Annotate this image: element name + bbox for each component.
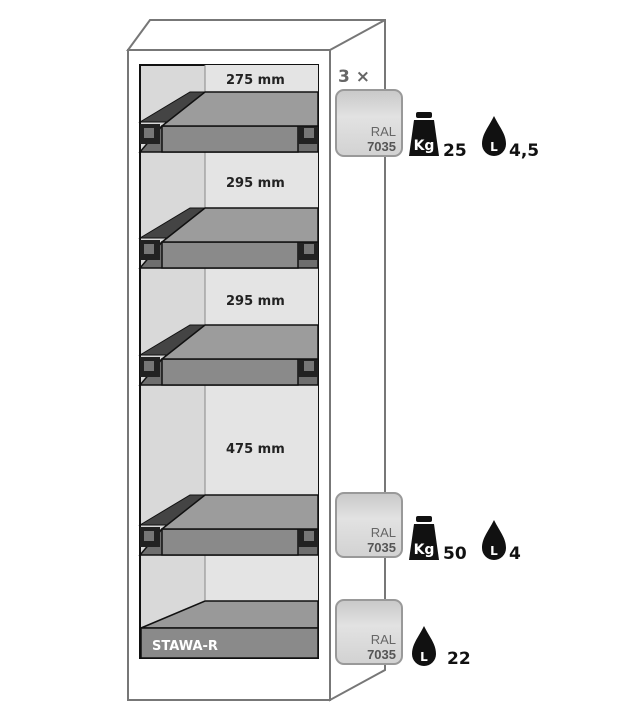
- ral-label: RAL: [371, 632, 396, 647]
- liter-drop-icon: L: [482, 116, 506, 156]
- sump-volume: 4,5: [509, 141, 539, 161]
- weight-icon: Kg: [409, 516, 439, 560]
- dimension-label: 275 mm: [226, 73, 285, 88]
- max-load: 50: [443, 544, 467, 564]
- ral-code: 7035: [367, 139, 396, 154]
- liter-drop-icon: L: [412, 626, 436, 666]
- brand-label: STAWA-R: [152, 639, 218, 654]
- ral-label: RAL: [371, 124, 396, 139]
- sump-volume: 4: [509, 544, 521, 564]
- svg-text:Kg: Kg: [414, 542, 435, 558]
- swatch-shelf: RAL 7035: [335, 492, 403, 558]
- weight-icon: Kg: [409, 112, 439, 156]
- ral-code: 7035: [367, 647, 396, 662]
- swatch-shelf: RAL 7035: [335, 89, 403, 157]
- svg-text:L: L: [420, 650, 428, 664]
- svg-text:L: L: [490, 544, 498, 558]
- dimension-label: 295 mm: [226, 176, 285, 191]
- liter-drop-icon: L: [482, 520, 506, 560]
- dimension-label: 295 mm: [226, 294, 285, 309]
- bottom-sump: STAWA-R: [140, 600, 319, 659]
- svg-text:L: L: [490, 140, 498, 154]
- sump-volume: 22: [447, 649, 471, 669]
- shelf-quantity: 3 ×: [338, 67, 370, 87]
- svg-text:Kg: Kg: [414, 138, 435, 154]
- swatch-sump: RAL 7035: [335, 599, 403, 665]
- ral-label: RAL: [371, 525, 396, 540]
- ral-code: 7035: [367, 540, 396, 555]
- dimension-label: 475 mm: [226, 442, 285, 457]
- max-load: 25: [443, 141, 467, 161]
